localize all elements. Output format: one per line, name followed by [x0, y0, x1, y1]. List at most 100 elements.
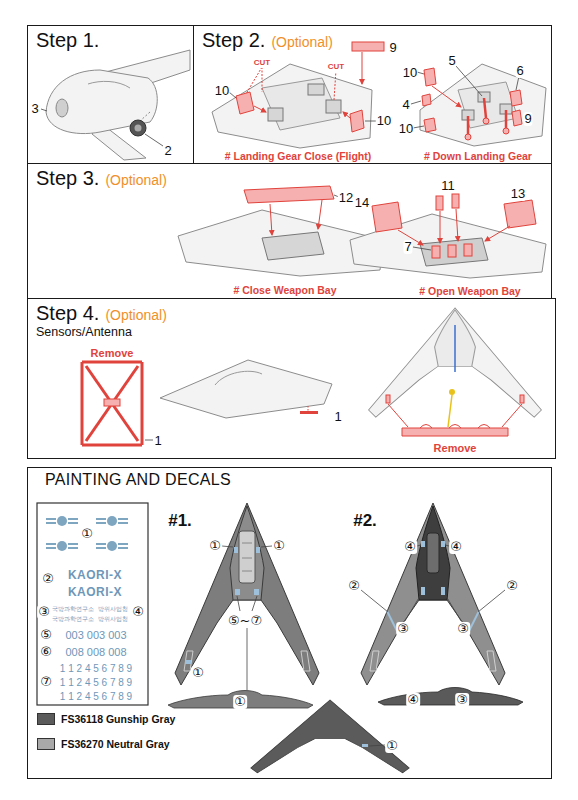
step1-drawing-part — [41, 109, 47, 111]
decal-sheet-part-part — [68, 547, 78, 549]
step4-top-drawing-part — [386, 395, 390, 403]
label-anchor: 10 — [376, 111, 392, 129]
step2-closed-gear-drawing-part — [334, 70, 336, 100]
label-anchor: 10 — [214, 81, 230, 99]
decal-text: 방위사업청 — [97, 616, 129, 623]
step2-down-gear-drawing-part — [483, 118, 489, 124]
decal-callout: ③ — [455, 693, 469, 707]
label-anchor: ⑤ — [39, 625, 53, 643]
step2-closed-gear-drawing-part — [352, 42, 384, 51]
step2-closed-gear-drawing-part — [236, 92, 254, 114]
scheme1-bottom-view-part — [369, 745, 385, 746]
callout-number: 14 — [354, 196, 370, 210]
label-anchor: ④ — [131, 602, 145, 620]
label-anchor: 14 — [354, 193, 370, 211]
scheme2-top-view-part-part — [427, 533, 439, 573]
label-anchor: 2 — [163, 141, 172, 159]
step3-open-bay-drawing-part — [413, 247, 431, 250]
panel-title: PAINTING AND DECALS — [45, 471, 231, 489]
step3-open-bay-drawing-part — [440, 211, 441, 243]
label-anchor: 12 — [338, 188, 354, 206]
step4-sprue-drawing-part — [82, 362, 142, 445]
step2-closed-gear-drawing-part — [268, 108, 283, 121]
step3-closed-bay-drawing-part — [318, 200, 322, 229]
label-anchor: ① — [272, 536, 286, 554]
step4-sprue-drawing — [82, 362, 153, 445]
step4-top-drawing-part — [420, 425, 490, 429]
step1-drawing-part — [145, 134, 163, 146]
step-panel: Step 3.(Optional) — [27, 163, 552, 299]
label-anchor: #2. — [352, 512, 378, 531]
label-anchor: KAORI-X — [67, 565, 123, 583]
step4-top-drawing-part — [502, 404, 522, 427]
step2-down-gear-drawing-part — [422, 94, 431, 106]
step1-drawing-part — [140, 112, 150, 121]
label-anchor: ④ — [403, 537, 417, 555]
scheme1-top-view-part-part — [230, 506, 264, 600]
scheme1-top-view-part — [237, 596, 240, 611]
decal-callout: ② — [41, 572, 55, 586]
callout-number: 10 — [398, 122, 414, 136]
decal-text: KAORI-X — [67, 569, 123, 582]
step2-closed-gear-drawing-part — [246, 67, 262, 94]
step1-drawing-part — [56, 99, 68, 117]
decal-callout: ② — [347, 579, 361, 593]
step3-open-bay-drawing-part — [456, 209, 458, 241]
label-anchor: 6 — [515, 61, 524, 79]
label-anchor: 7 — [403, 237, 412, 255]
step-heading: Step 4. — [36, 302, 99, 325]
decal-sheet-part-part — [107, 541, 117, 551]
label-anchor: 1 1 2 4 5 6 7 8 9 — [59, 658, 133, 676]
label-anchor: 방위사업청 — [97, 597, 129, 615]
callout-number: 12 — [338, 191, 354, 205]
decal-sheet-part — [37, 503, 148, 705]
decal-callout: ② — [505, 579, 519, 593]
remove-note: Remove — [90, 347, 135, 359]
step4-top-drawing-part — [388, 404, 408, 427]
step2-down-gear-drawing-part — [411, 101, 421, 104]
step1-drawing-part — [88, 81, 130, 88]
decal-sheet-part-part — [46, 518, 56, 520]
scheme1-top-view-part-part — [234, 547, 238, 553]
scheme2-top-view-part-part — [416, 506, 450, 600]
scheme1-top-view-part-part — [239, 531, 255, 583]
heading-row: Step 4.(Optional) — [36, 302, 547, 325]
decal-text: 국방과학연구소 — [51, 616, 95, 623]
label-anchor: CUT — [327, 55, 345, 73]
step2-down-gear-drawing-part — [432, 86, 461, 107]
scheme1-top-view-part-part — [235, 589, 240, 595]
decal-sheet-part-part — [107, 516, 117, 526]
callout-number: 1 — [153, 434, 162, 448]
decal-callout: ① — [80, 527, 94, 541]
heading-row: Step 2.(Optional) — [202, 29, 543, 52]
view-number: #1. — [167, 512, 193, 531]
step4-side-drawing-part — [300, 411, 318, 414]
scheme2-top-view-part — [405, 596, 420, 621]
step3-closed-bay-drawing-part — [262, 232, 324, 260]
step3-open-bay-drawing-part — [436, 196, 443, 210]
label-anchor: ④ — [449, 537, 463, 555]
decal-text: 003 003 003 — [64, 629, 127, 641]
scheme2-side-view-part — [378, 688, 523, 706]
label-anchor: 1 — [333, 407, 342, 425]
label-anchor: ⑤~⑦ — [227, 611, 263, 629]
label-anchor: ③ — [37, 602, 51, 620]
scheme1-top-view-part-part — [254, 589, 259, 595]
step4-top-drawing-part — [402, 428, 508, 436]
step3-open-bay-drawing-part — [420, 238, 488, 266]
step2-down-gear-drawing — [411, 64, 546, 146]
label-anchor: ③ — [455, 690, 469, 708]
step3-open-bay-drawing-part — [432, 246, 440, 258]
step4-top-drawing-part — [454, 325, 456, 372]
step2-down-gear-drawing-part — [503, 128, 509, 134]
decal-callout: ① — [191, 666, 205, 680]
decal-text: 1 1 2 4 5 6 7 8 9 — [59, 663, 133, 674]
label-anchor: 11 — [440, 176, 456, 194]
step4-top-drawing-part-part — [369, 308, 542, 417]
scheme1-top-view-part-part — [256, 547, 260, 553]
label-anchor: 9 — [523, 109, 532, 127]
scheme1-top-view-part-part — [242, 558, 252, 559]
legend-text: FS36118 Gunship Gray — [61, 713, 175, 725]
scheme2-top-view — [361, 503, 505, 685]
